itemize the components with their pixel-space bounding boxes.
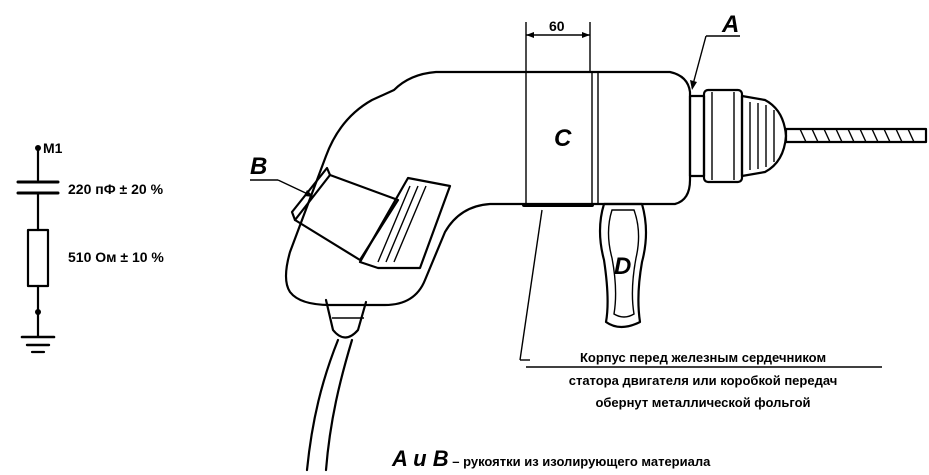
drill-body bbox=[284, 70, 692, 307]
note-leader bbox=[519, 209, 882, 368]
drill-bit bbox=[784, 127, 928, 144]
capacitor-label: 220 пФ ± 20 % bbox=[68, 181, 164, 197]
label-a: A bbox=[721, 11, 739, 38]
test-circuit: M1 220 пФ ± 20 % 510 Ом ± 10 % bbox=[16, 140, 164, 354]
leader-b bbox=[250, 179, 314, 197]
note-line-1: Корпус перед железным сердечником bbox=[580, 350, 826, 365]
resistor-label: 510 Ом ± 10 % bbox=[68, 249, 164, 265]
handle-b bbox=[290, 166, 452, 270]
note-line-3: обернут металлической фольгой bbox=[595, 395, 810, 410]
node-junction bbox=[35, 309, 41, 315]
caption-text: – рукоятки из изолирующего материала bbox=[449, 454, 711, 469]
drill-drawing: 60 C D bbox=[250, 11, 928, 472]
label-c: C bbox=[554, 125, 572, 152]
power-cable bbox=[305, 338, 354, 472]
node-label: M1 bbox=[43, 140, 63, 156]
handle-d bbox=[598, 202, 648, 329]
label-d: D bbox=[614, 253, 631, 280]
drill-chuck bbox=[688, 88, 788, 184]
caption: A и B – рукоятки из изолирующего материа… bbox=[391, 446, 711, 471]
ground-symbol bbox=[20, 335, 56, 354]
label-b: B bbox=[250, 153, 267, 180]
caption-letters: A и B bbox=[391, 446, 449, 471]
dimension-60: 60 bbox=[525, 18, 591, 72]
note-line-2: статора двигателя или коробкой передач bbox=[569, 373, 838, 388]
cable-strain-relief bbox=[324, 298, 368, 339]
dimension-label: 60 bbox=[549, 18, 565, 34]
resistor-symbol bbox=[26, 228, 50, 288]
leader-a bbox=[690, 35, 740, 90]
